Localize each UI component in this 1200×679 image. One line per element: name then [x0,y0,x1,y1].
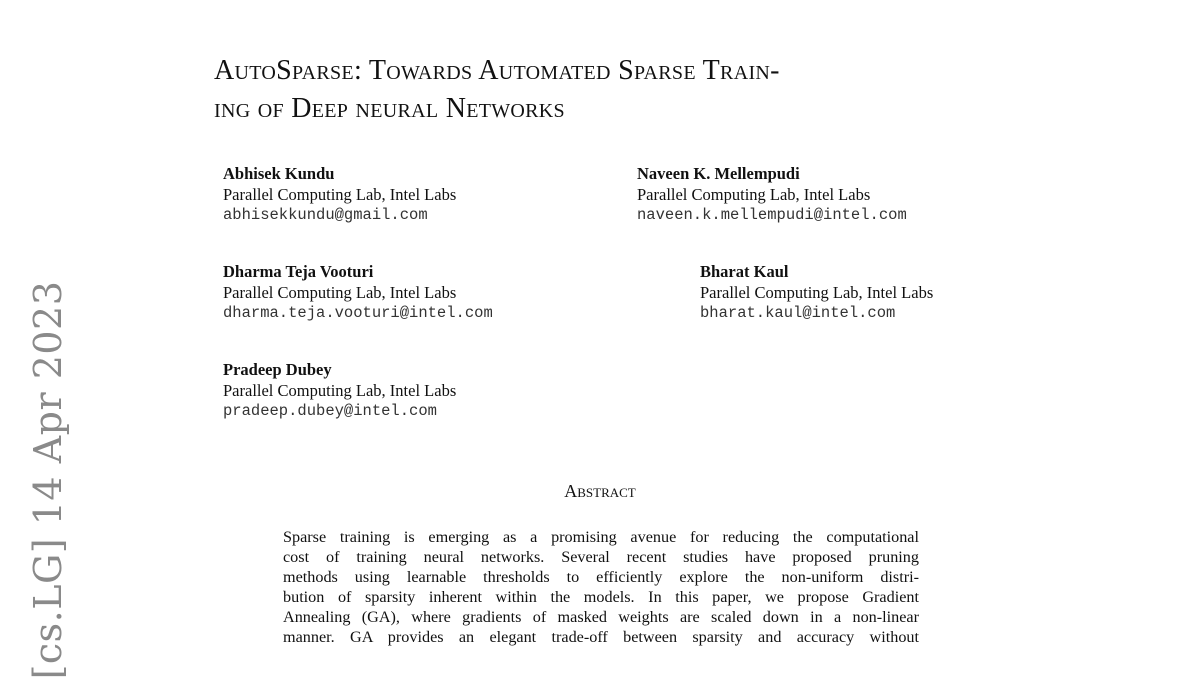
author-block: Naveen K. Mellempudi Parallel Computing … [637,163,907,226]
author-email[interactable]: pradeep.dubey@intel.com [223,402,437,420]
author-name: Naveen K. Mellempudi [637,164,800,183]
paper-title: AutoSparse: Towards Automated Sparse Tra… [214,52,780,128]
abstract-line: bution of sparsity inherent within the m… [283,588,919,606]
abstract-body: Sparse training is emerging as a promisi… [283,527,919,647]
abstract-line: Sparse training is emerging as a promisi… [283,528,919,546]
abstract-line: manner. GA provides an elegant trade-off… [283,628,919,646]
abstract-line: Annealing (GA), where gradients of maske… [283,608,919,626]
author-affiliation: Parallel Computing Lab, Intel Labs [223,185,457,204]
author-email[interactable]: bharat.kaul@intel.com [700,304,896,322]
author-block: Abhisek Kundu Parallel Computing Lab, In… [223,163,456,226]
author-block: Bharat Kaul Parallel Computing Lab, Inte… [700,261,933,324]
author-name: Pradeep Dubey [223,360,332,379]
abstract-heading: Abstract [564,481,636,501]
author-affiliation: Parallel Computing Lab, Intel Labs [700,283,934,302]
abstract-line: methods using learnable thresholds to ef… [283,568,919,586]
title-line-1: AutoSparse: Towards Automated Sparse Tra… [214,55,780,86]
author-block: Dharma Teja Vooturi Parallel Computing L… [223,261,493,324]
arxiv-stamp: [cs.LG] 14 Apr 2023 [26,280,70,679]
author-name: Dharma Teja Vooturi [223,262,374,281]
author-name: Bharat Kaul [700,262,789,281]
author-affiliation: Parallel Computing Lab, Intel Labs [637,185,871,204]
author-email[interactable]: abhisekkundu@gmail.com [223,206,428,224]
abstract-line: cost of training neural networks. Severa… [283,548,919,566]
title-line-2: ing of Deep neural Networks [214,93,565,124]
author-affiliation: Parallel Computing Lab, Intel Labs [223,283,457,302]
author-affiliation: Parallel Computing Lab, Intel Labs [223,381,457,400]
author-block: Pradeep Dubey Parallel Computing Lab, In… [223,359,456,422]
author-email[interactable]: naveen.k.mellempudi@intel.com [637,206,907,224]
author-name: Abhisek Kundu [223,164,335,183]
author-email[interactable]: dharma.teja.vooturi@intel.com [223,304,493,322]
